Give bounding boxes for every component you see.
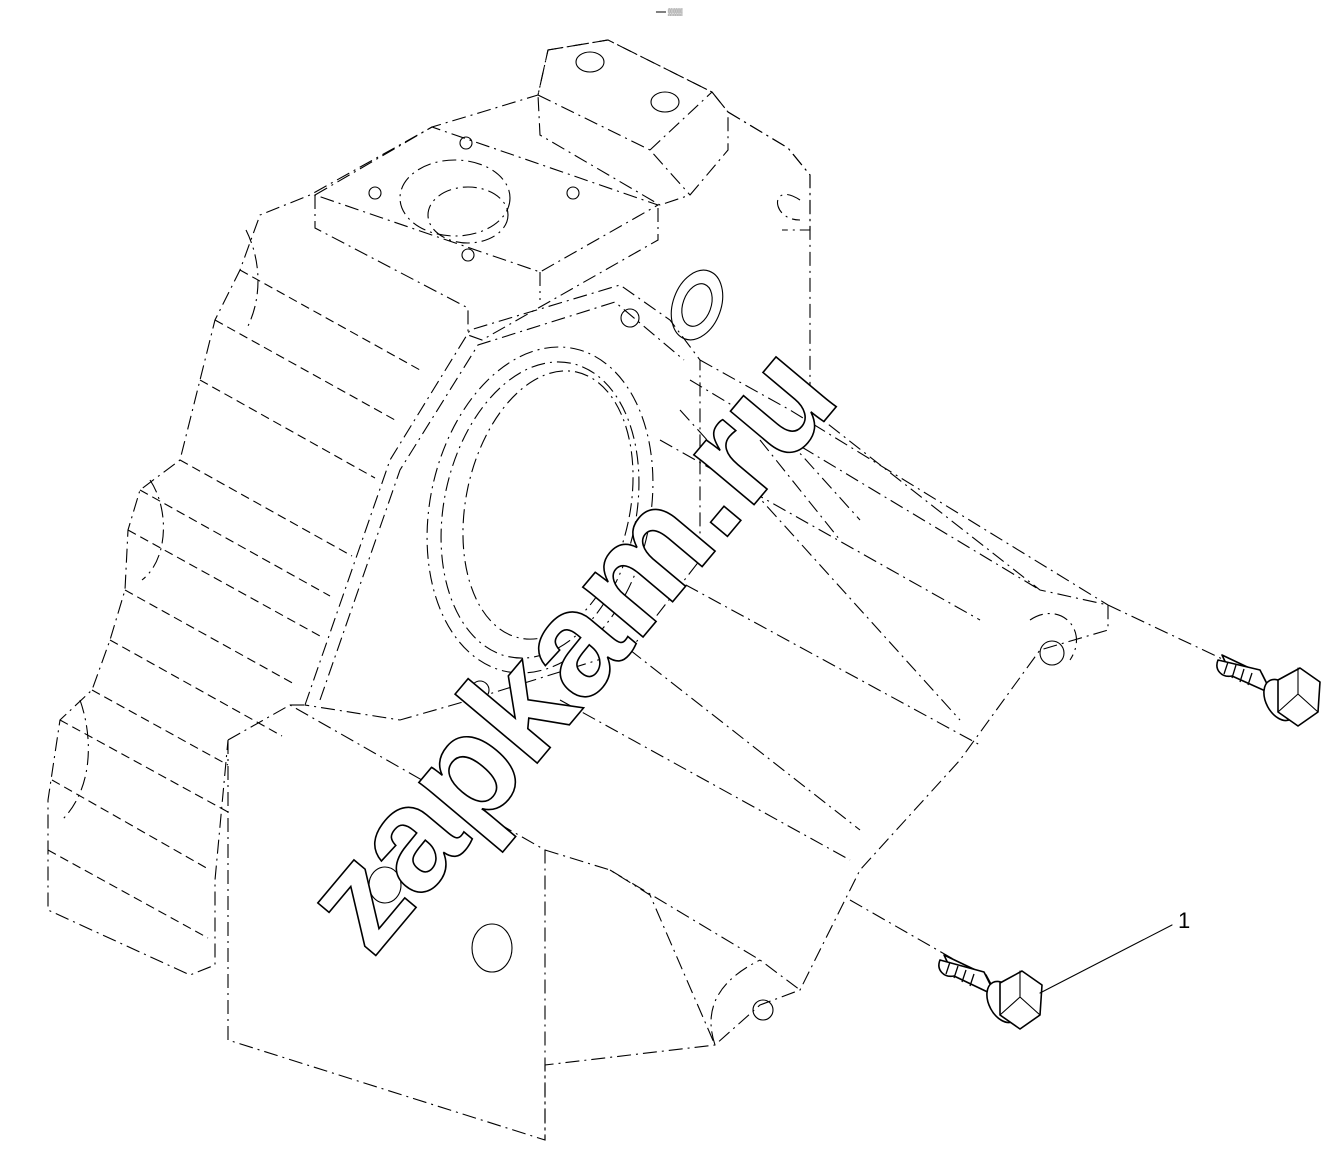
bolt-upper [1107,604,1321,727]
right-arm [559,359,1109,861]
callout-1: 1 [1039,908,1190,994]
lower-block [227,704,801,1140]
left-ribs [47,229,421,939]
bolt-upper-axis-line [1107,604,1236,666]
bolt-lower [849,899,1043,1030]
housing-casting [47,39,1109,1141]
upper-lug [537,39,811,231]
callout-leader-line [1039,924,1173,994]
watermark: zapkam.ru [270,314,867,981]
header-code: ══ ▒▒▒ [655,8,683,16]
top-pad [313,126,660,341]
bolt-lower-axis-line [849,899,956,961]
callout-number: 1 [1178,908,1190,933]
